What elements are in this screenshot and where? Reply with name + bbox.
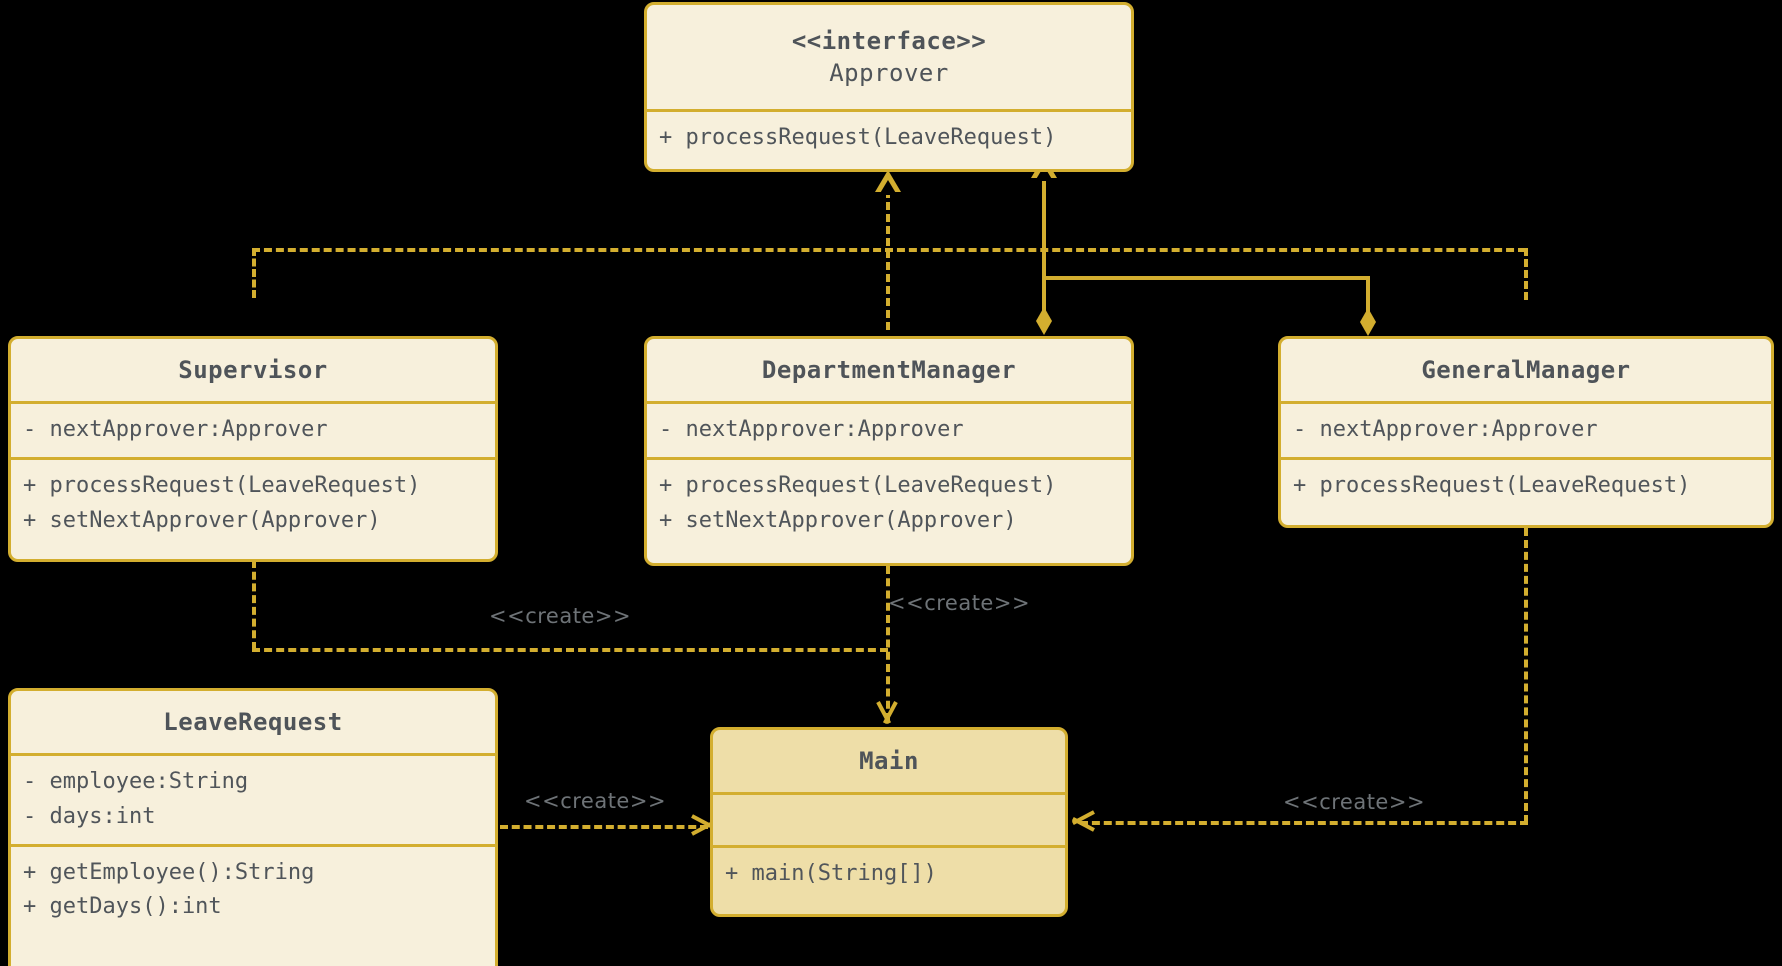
class-header-main: Main xyxy=(713,730,1065,792)
class-operations-departmentmanager: + processRequest(LeaveRequest) + setNext… xyxy=(647,460,1131,548)
composition-branch-generalmanager xyxy=(1366,276,1370,314)
class-attributes-main xyxy=(713,795,1065,845)
composition-trunk-vertical xyxy=(1042,176,1046,326)
class-box-generalmanager[interactable]: GeneralManager - nextApprover:Approver +… xyxy=(1278,336,1774,528)
class-divider-supervisor-1 xyxy=(11,401,495,404)
member-row: + setNextApprover(Approver) xyxy=(659,507,1017,533)
class-divider-main-2 xyxy=(713,845,1065,848)
create-leaverequest-horizontal xyxy=(500,825,708,829)
member-row: - days:int xyxy=(23,803,156,829)
member-row: + processRequest(LeaveRequest) xyxy=(659,472,1057,498)
class-header-supervisor: Supervisor xyxy=(11,339,495,401)
class-name-main: Main xyxy=(859,746,919,775)
member-row: - nextApprover:Approver xyxy=(659,417,964,442)
composition-diamond-departmentmanager xyxy=(1036,307,1052,335)
class-attributes-supervisor: - nextApprover:Approver xyxy=(11,404,495,457)
class-header-approver: <<interface>> Approver xyxy=(647,5,1131,109)
class-divider-generalmanager-1 xyxy=(1281,401,1771,404)
class-divider-leaverequest-2 xyxy=(11,843,495,847)
create-generalmanager-horizontal xyxy=(1080,821,1528,825)
class-name-generalmanager: GeneralManager xyxy=(1421,355,1631,384)
class-operations-supervisor: + processRequest(LeaveRequest) + setNext… xyxy=(11,460,495,548)
realization-generalmanager-vertical xyxy=(1524,248,1528,300)
class-divider-leaverequest-1 xyxy=(11,753,495,756)
class-box-supervisor[interactable]: Supervisor - nextApprover:Approver + pro… xyxy=(8,336,498,562)
class-divider-departmentmanager-1 xyxy=(647,401,1131,404)
class-header-departmentmanager: DepartmentManager xyxy=(647,339,1131,401)
create-departmentmanager-vertical xyxy=(886,566,890,721)
member-row: + main(String[]) xyxy=(725,861,937,886)
class-divider-supervisor-2 xyxy=(11,456,495,460)
class-header-generalmanager: GeneralManager xyxy=(1281,339,1771,401)
realization-departmentmanager-vertical xyxy=(886,190,890,330)
realization-supervisor-vertical xyxy=(252,248,256,298)
class-box-main[interactable]: Main + main(String[]) xyxy=(710,727,1068,917)
edge-label-leaverequest-create: <<create>> xyxy=(524,789,667,813)
member-row: - employee:String xyxy=(23,769,249,794)
class-name-departmentmanager: DepartmentManager xyxy=(761,355,1017,384)
edge-label-supervisor-create: <<create>> xyxy=(489,604,632,628)
class-divider-main-1 xyxy=(713,792,1065,795)
member-row: + processRequest(LeaveRequest) xyxy=(1293,472,1691,498)
edge-label-generalmanager-create: <<create>> xyxy=(1283,790,1426,814)
create-arrowhead-main-right xyxy=(1068,808,1094,834)
class-operations-main: + main(String[]) xyxy=(713,848,1065,901)
class-attributes-departmentmanager: - nextApprover:Approver xyxy=(647,404,1131,457)
class-divider-generalmanager-2 xyxy=(1281,456,1771,460)
member-row: + processRequest(LeaveRequest) xyxy=(659,125,1057,150)
class-header-leaverequest: LeaveRequest xyxy=(11,691,495,753)
class-operations-approver: + processRequest(LeaveRequest) xyxy=(647,112,1131,165)
class-name-leaverequest: LeaveRequest xyxy=(163,707,343,736)
class-attributes-generalmanager: - nextApprover:Approver xyxy=(1281,404,1771,457)
class-divider-departmentmanager-2 xyxy=(647,456,1131,460)
class-box-departmentmanager[interactable]: DepartmentManager - nextApprover:Approve… xyxy=(644,336,1134,566)
member-row: + getDays():int xyxy=(23,894,222,920)
composition-diamond-generalmanager xyxy=(1360,308,1376,336)
member-row: + getEmployee():String xyxy=(23,859,315,885)
class-divider-approver xyxy=(647,109,1131,112)
member-row: + setNextApprover(Approver) xyxy=(23,507,381,533)
class-box-leaverequest[interactable]: LeaveRequest - employee:String - days:in… xyxy=(8,688,498,966)
class-name-supervisor: Supervisor xyxy=(178,355,328,384)
create-arrowhead-main-top xyxy=(874,702,900,728)
class-box-approver[interactable]: <<interface>> Approver + processRequest(… xyxy=(644,2,1134,172)
composition-bus-horizontal xyxy=(1042,276,1370,280)
class-name-approver: Approver xyxy=(829,59,949,87)
realization-arrowhead-inner-departmentmanager xyxy=(879,180,897,195)
class-attributes-leaverequest: - employee:String - days:int xyxy=(11,756,495,844)
member-row: + processRequest(LeaveRequest) xyxy=(23,472,421,498)
member-row: - nextApprover:Approver xyxy=(1293,417,1598,442)
edge-label-departmentmanager-create: <<create>> xyxy=(888,591,1031,615)
create-generalmanager-vertical xyxy=(1524,528,1528,823)
class-stereotype-approver: <<interface>> xyxy=(791,26,987,55)
create-supervisor-vertical xyxy=(252,560,256,650)
create-supervisor-horizontal xyxy=(252,648,888,652)
class-operations-generalmanager: + processRequest(LeaveRequest) xyxy=(1281,460,1771,513)
class-operations-leaverequest: + getEmployee():String + getDays():int xyxy=(11,847,495,935)
member-row: - nextApprover:Approver xyxy=(23,417,328,442)
